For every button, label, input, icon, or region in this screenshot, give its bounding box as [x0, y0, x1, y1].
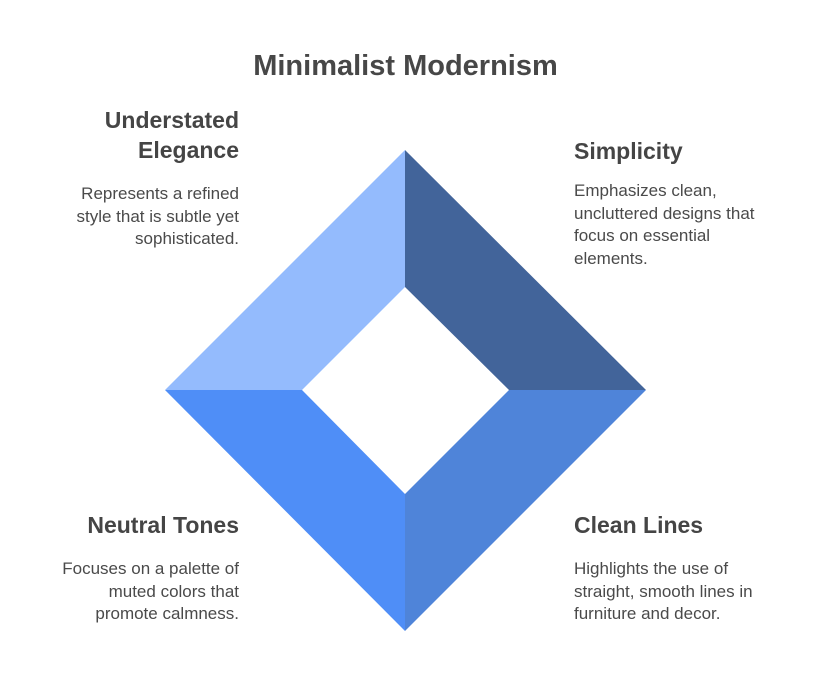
desc-line: Represents a refined [81, 184, 239, 203]
segment-top-right [405, 150, 646, 390]
heading-neutral-tones: Neutral Tones [9, 510, 239, 540]
heading-line: Neutral Tones [87, 512, 239, 538]
heading-line: Elegance [138, 137, 239, 163]
desc-line: straight, smooth lines in [574, 581, 753, 601]
segment-bottom-left [165, 390, 405, 631]
desc-understated-elegance: Represents a refined style that is subtl… [0, 183, 239, 251]
diagram-title: Minimalist Modernism [253, 50, 558, 82]
desc-clean-lines: Highlights the use of straight, smooth l… [574, 558, 814, 626]
heading-understated-elegance: Understated Elegance [19, 105, 239, 165]
desc-line: Highlights the use of [574, 559, 729, 578]
desc-neutral-tones: Focuses on a palette of muted colors tha… [0, 558, 239, 626]
desc-line: furniture and decor. [574, 604, 721, 623]
desc-line: focus on essential [574, 226, 711, 245]
desc-line: style that is subtle yet [76, 206, 239, 226]
heading-line: Simplicity [574, 138, 683, 164]
segment-top-left [165, 150, 405, 390]
heading-clean-lines: Clean Lines [574, 510, 804, 540]
desc-line: uncluttered designs that [574, 203, 755, 223]
heading-line: Understated [104, 107, 239, 133]
segment-bottom-right [405, 390, 646, 631]
desc-line: elements. [574, 248, 648, 268]
heading-simplicity: Simplicity [574, 136, 804, 166]
desc-line: promote calmness. [95, 604, 239, 623]
desc-simplicity: Emphasizes clean, uncluttered designs th… [574, 180, 814, 270]
desc-line: sophisticated. [135, 229, 239, 248]
desc-line: muted colors that [108, 581, 239, 601]
desc-line: Focuses on a palette of [62, 559, 239, 578]
heading-line: Clean Lines [574, 512, 704, 538]
desc-line: Emphasizes clean, [574, 181, 717, 200]
